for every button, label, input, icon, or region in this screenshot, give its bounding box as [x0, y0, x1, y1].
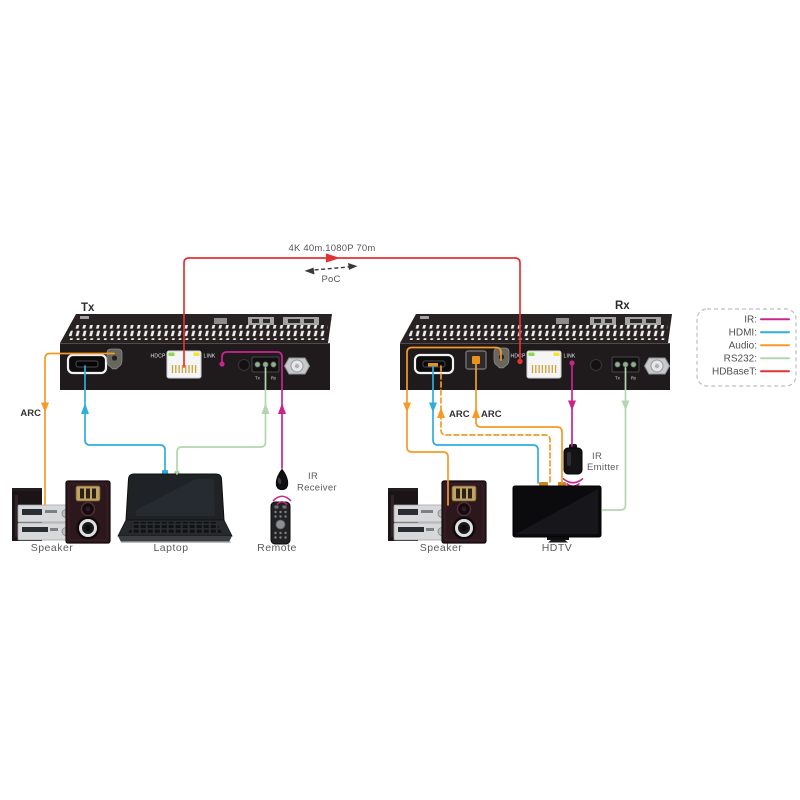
poc-label: PoC [321, 274, 340, 285]
ir-emitter-signal-icon [562, 477, 584, 484]
rx-hdcp-label: HDCP [511, 354, 526, 360]
tx-terminal-tx-label: Tx [255, 376, 261, 381]
hdtv [512, 482, 602, 543]
remote-label: Remote [257, 542, 297, 554]
legend-label-rs232: RS232: [724, 354, 757, 365]
tx-terminal-block: Tx Rx [251, 356, 280, 381]
hdmi-arrow-down [429, 402, 437, 413]
speaker-left-label: Speaker [31, 542, 74, 554]
tx-hdcp-label: HDCP [151, 354, 166, 360]
wire-hdbaset [183, 253, 523, 368]
speaker-right [386, 479, 488, 545]
hdbaset-arrow [326, 253, 340, 263]
tx-top-port-1 [214, 318, 227, 324]
tx-top-port-2 [248, 317, 274, 325]
rx-terminal-block: Tx Rx [611, 356, 640, 381]
wire-hdmi-tx-laptop [81, 365, 166, 474]
arc-arrow-up [437, 407, 445, 418]
tx-device-label: Tx [81, 302, 95, 314]
ir-receiver [272, 468, 292, 506]
ir-emitter-label-line1: IR [592, 451, 602, 462]
legend-label-hdmi: HDMI: [729, 328, 757, 339]
rx-power-connector [643, 357, 671, 375]
tx-terminal-rx-label: Rx [271, 376, 277, 381]
wire-poc [304, 263, 358, 275]
hdtv-label: HDTV [542, 542, 573, 554]
arc-arrow-up [472, 407, 480, 418]
wire-ir-rx-emitter [568, 360, 576, 447]
ir-receiver-signal-icon [272, 495, 292, 502]
rx-hdcp-led [528, 352, 535, 356]
legend-item-rs232: RS232: [724, 354, 790, 365]
rx-device-label: Rx [615, 300, 630, 312]
rx-vents [406, 325, 668, 340]
hdmi-arrow-up [81, 403, 89, 414]
tx-hdcp-led [168, 352, 175, 356]
legend-item-hdmi: HDMI: [729, 328, 790, 339]
legend-label-hdbaset: HDBaseT: [712, 367, 757, 378]
speaker-left [10, 479, 112, 545]
legend: IR: HDMI: Audio: RS232: HDBaseT: [696, 308, 797, 387]
ir-receiver-label-line2: Receiver [297, 483, 337, 494]
wire-arc-dashed-rx [437, 365, 551, 484]
wire-audio-rx-speaker [403, 346, 502, 506]
tx-top-port-3 [283, 317, 319, 325]
rs232-arrow-down [621, 400, 630, 411]
rx-terminal-rx-label: Rx [631, 376, 637, 381]
tx-jack-hole [238, 359, 250, 371]
legend-label-ir: IR: [744, 315, 757, 326]
speaker-right-label: Speaker [420, 542, 463, 554]
tx-top-mark [80, 316, 89, 319]
arc-label-rx-optical: ARC [481, 409, 502, 420]
laptop [117, 470, 233, 543]
arc-label-tx: ARC [20, 408, 41, 419]
wire-rs232-tx-laptop [176, 367, 270, 475]
legend-item-ir: IR: [744, 315, 790, 326]
wire-audio-tx-speaker [41, 352, 115, 505]
remote [270, 501, 291, 545]
rx-jack-hole [590, 359, 602, 371]
rx-top-mark [420, 316, 429, 319]
rx-top-port-2 [590, 317, 616, 325]
rs232-arrow-up [261, 403, 270, 414]
ir-arrow-up [278, 403, 286, 414]
ir-emitter-label-line2: Emitter [587, 462, 619, 473]
rx-rj45-port-icon [526, 350, 562, 379]
audio-arrow-down [403, 402, 411, 413]
tx-link-label: LINK [204, 354, 216, 360]
ir-arrow-down [568, 400, 576, 411]
arc-label-rx-hdmi: ARC [449, 409, 470, 420]
link-distance-label: 4K 40m.1080P 70m [289, 243, 376, 254]
wire-arc-optical-rx [472, 363, 563, 484]
ir-emitter [562, 444, 584, 488]
tx-link-led [193, 352, 200, 356]
tx-device: HDCP LINK Tx Rx [60, 314, 332, 390]
tx-power-connector [283, 357, 311, 375]
rx-top-port-1 [556, 318, 569, 324]
ir-receiver-label-line1: IR [308, 471, 318, 482]
legend-item-hdbaset: HDBaseT: [712, 367, 790, 378]
rx-top-port-3 [625, 317, 661, 325]
wire-rs232-rx-hdtv [601, 367, 630, 511]
audio-arrow-down [41, 402, 49, 413]
legend-item-audio: Audio: [729, 341, 790, 352]
rx-link-led [553, 352, 560, 356]
wire-hdmi-rx-hdtv [429, 365, 539, 484]
rx-link-label: LINK [564, 354, 576, 360]
legend-label-audio: Audio: [729, 341, 757, 352]
rx-terminal-tx-label: Tx [615, 376, 621, 381]
legend-box [696, 308, 797, 387]
laptop-label: Laptop [153, 542, 188, 554]
tx-vents [66, 325, 328, 340]
wire-ir-tx-receiver [219, 351, 286, 469]
